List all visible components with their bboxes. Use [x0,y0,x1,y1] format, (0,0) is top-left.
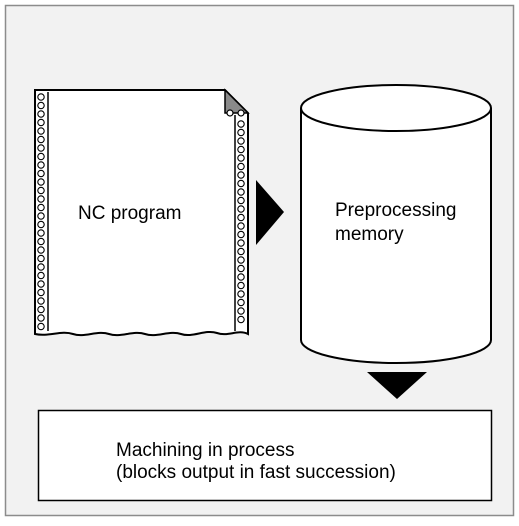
memory-label-line1: Preprocessing [335,200,457,221]
feed-hole [37,220,45,229]
feed-hole [237,162,245,171]
feed-hole [237,145,245,154]
machining-label-line1: Machining in process [116,440,295,461]
feed-hole [237,154,245,162]
feed-hole [37,186,45,195]
nc-program-document [34,88,250,337]
down-arrow-icon [367,372,427,399]
corner-hole [237,109,245,117]
feed-hole [37,135,45,144]
feed-hole [37,178,45,186]
feed-hole [237,273,245,281]
feed-hole [237,205,245,213]
feed-hole [37,110,45,118]
feed-hole [237,128,245,137]
preprocessing-memory-cylinder [300,84,492,364]
feed-hole [37,246,45,254]
machining-label-line2: (blocks output in fast succession) [116,462,396,483]
feed-hole [237,281,245,290]
feed-hole [237,307,245,315]
feed-hole [237,120,245,128]
feed-hole [237,137,245,145]
feed-hole [237,256,245,264]
feed-hole [237,264,245,273]
feed-hole [37,101,45,110]
right-arrow-icon [256,180,284,245]
cylinder-body [300,108,492,364]
feed-hole [37,212,45,220]
feed-hole [37,229,45,237]
document-sheet [34,89,249,337]
feed-hole [37,203,45,212]
feed-hole [37,305,45,314]
feed-hole [237,171,245,179]
feed-hole [37,144,45,152]
feed-hole [37,314,45,322]
feed-hole [37,152,45,161]
feed-hole [37,254,45,263]
feed-hole [237,213,245,222]
feed-hole [237,290,245,298]
feed-hole [37,237,45,246]
folded-corner [224,88,250,114]
feed-hole [37,271,45,280]
feed-hole [37,280,45,288]
feed-hole [237,247,245,256]
feed-hole [37,195,45,203]
feed-hole [237,188,245,196]
nc-program-label: NC program [78,203,182,224]
feed-hole [237,222,245,230]
feed-hole [37,263,45,271]
feed-hole [237,298,245,307]
feed-hole [37,288,45,297]
cylinder-top [300,84,492,132]
feed-hole [237,230,245,239]
memory-label-line2: memory [335,224,404,245]
feed-hole [237,315,245,324]
feed-hole [237,179,245,188]
feed-hole [37,118,45,127]
left-feed-holes [37,93,45,331]
feed-hole [37,161,45,169]
feed-hole [237,196,245,205]
feed-hole [37,93,45,101]
feed-hole [37,127,45,135]
feed-hole [37,322,45,331]
feed-hole [37,169,45,178]
machining-box [37,409,493,502]
feed-hole [237,239,245,247]
feed-hole [37,297,45,305]
right-feed-holes [237,120,245,324]
corner-hole [226,109,234,117]
